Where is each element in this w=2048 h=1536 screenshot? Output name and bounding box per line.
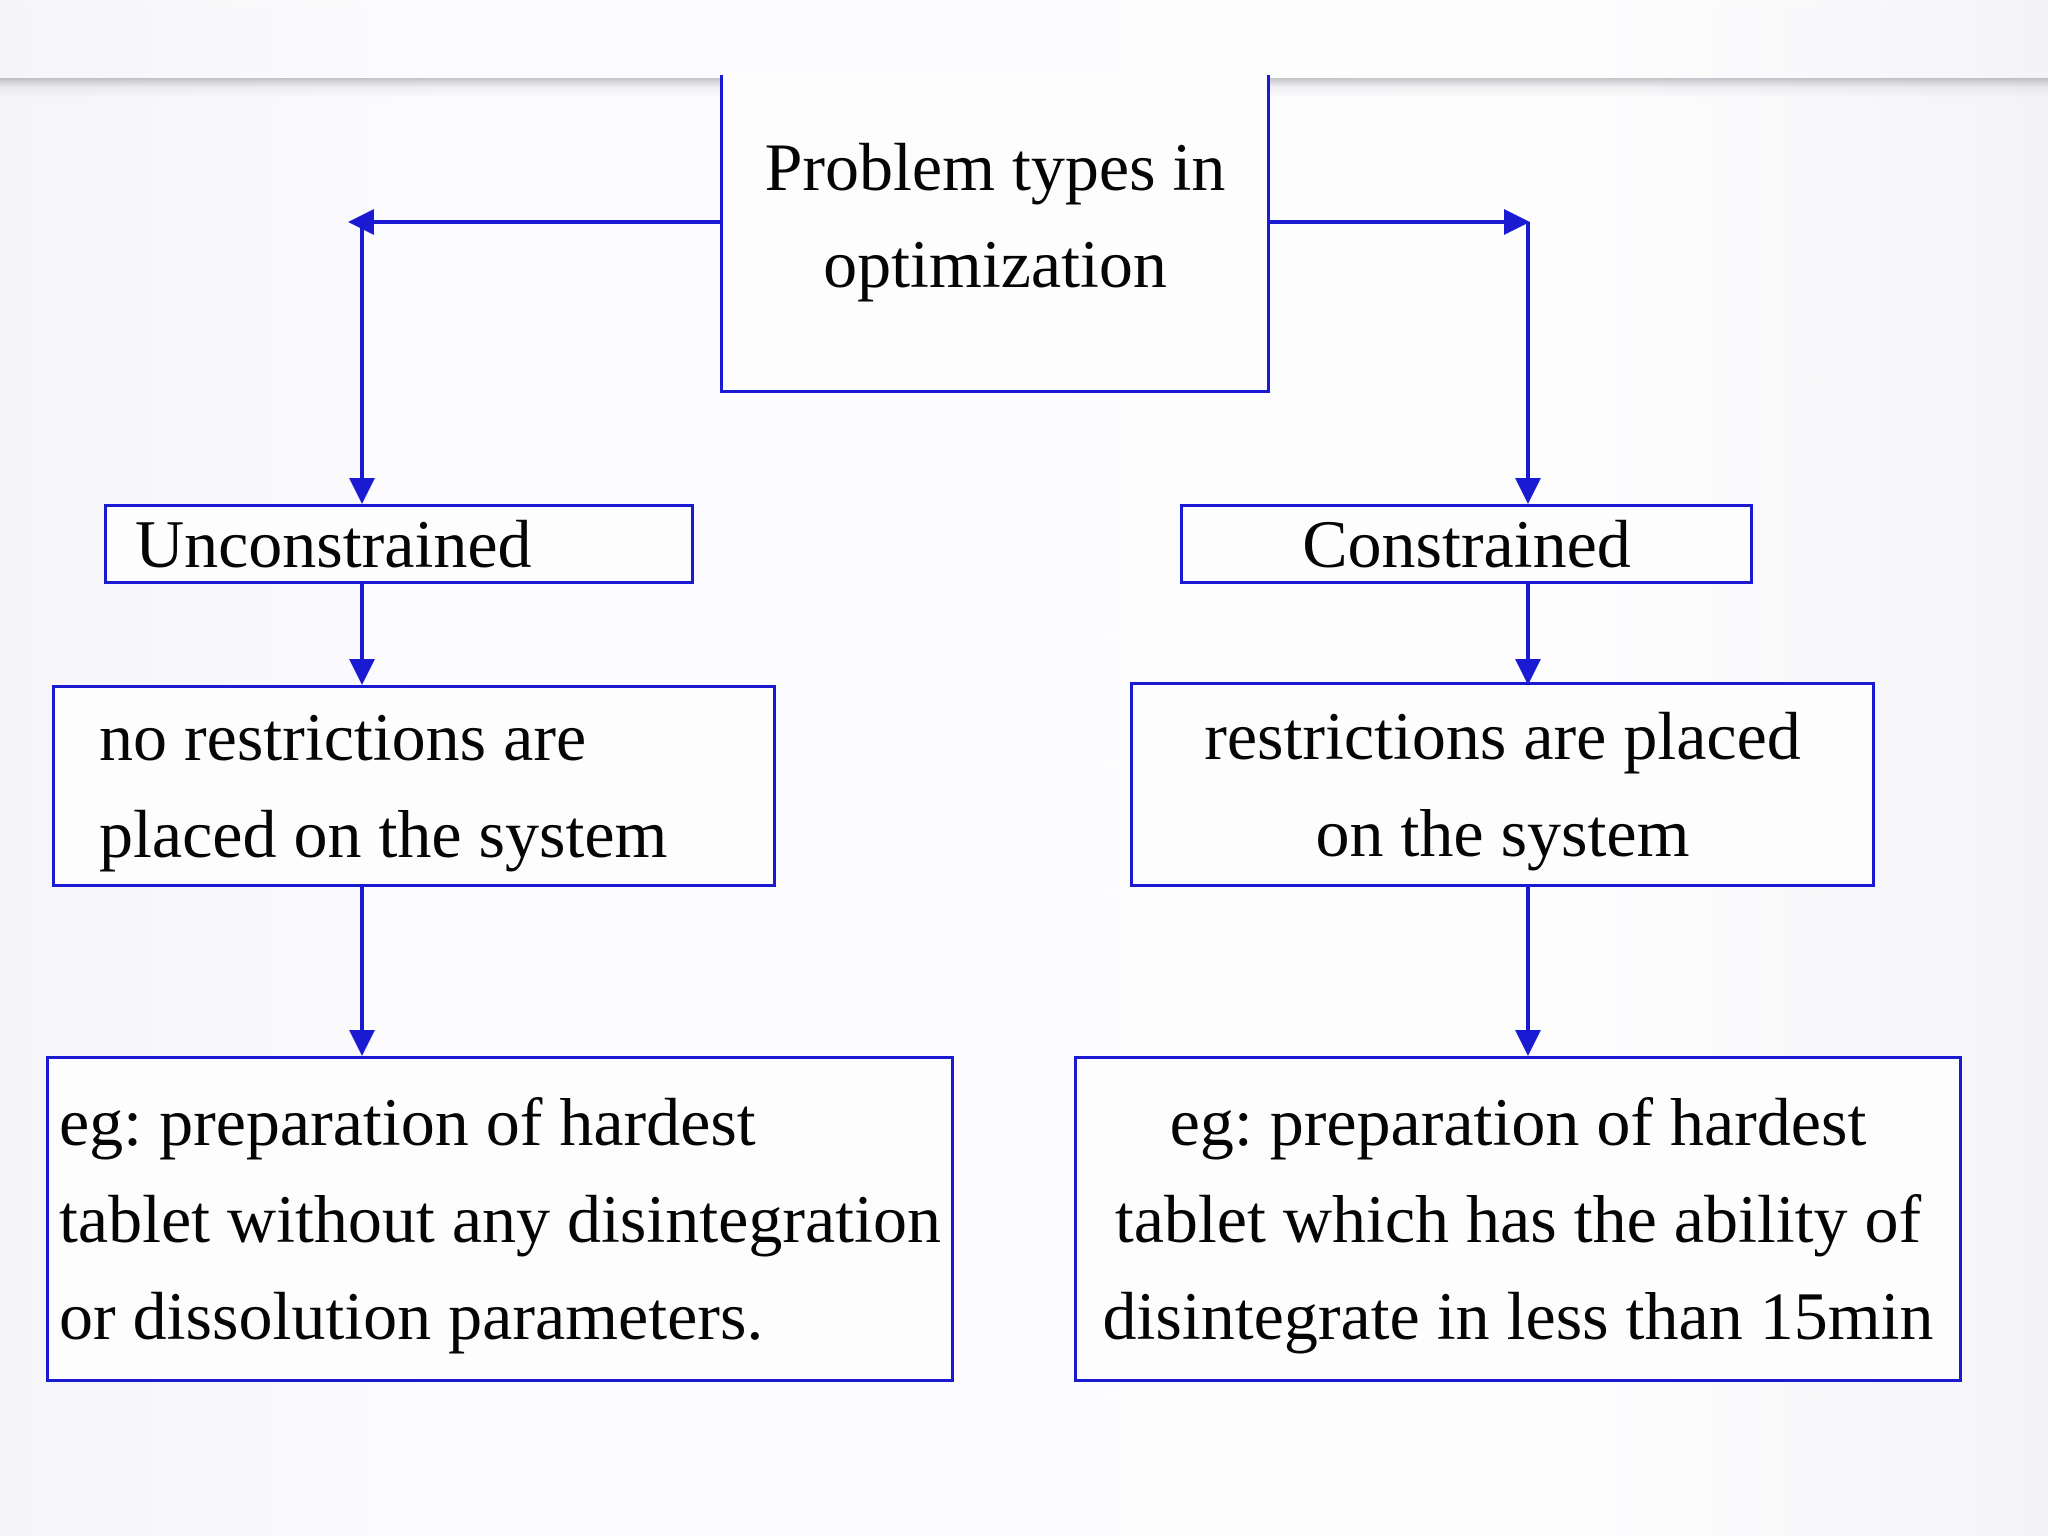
connector-down-to-unconstrained [360,222,364,478]
arrowhead-down-icon [1515,1030,1541,1056]
node-problem-types-line1: Problem types in [764,129,1226,205]
arrowhead-down-icon [349,1030,375,1056]
node-unconstrained: Unconstrained [104,504,694,584]
arrowhead-down-icon [1515,478,1541,504]
node-constrained: Constrained [1180,504,1753,584]
example-line: tablet without any disintegration [59,1180,941,1257]
example-line: eg: preparation of hardest [59,1083,756,1160]
definition-line: restrictions are placed [1204,697,1801,774]
connector-definition-to-example-right [1526,886,1530,1030]
red-banner [0,2,2048,78]
node-problem-types-line2: optimization [823,226,1167,302]
node-constrained-definition: restrictions are placed on the system [1130,682,1875,887]
connector-root-to-right-horizontal [1268,220,1506,224]
example-line: or dissolution parameters. [59,1277,764,1354]
connector-root-to-left-horizontal [372,220,722,224]
arrowhead-right-icon [1504,209,1530,235]
node-problem-types: Problem types in optimization [720,75,1270,393]
definition-line: placed on the system [99,796,668,872]
example-line: disintegrate in less than 15min [1102,1277,1934,1354]
arrowhead-down-icon [349,478,375,504]
example-line: tablet which has the ability of [1114,1180,1922,1257]
definition-line: no restrictions are [99,699,587,775]
arrowhead-down-icon [1515,659,1541,685]
node-unconstrained-definition: no restrictions are placed on the system [52,685,776,887]
node-unconstrained-example: eg: preparation of hardest tablet withou… [46,1056,954,1382]
definition-line: on the system [1315,794,1690,871]
arrowhead-down-icon [349,659,375,685]
connector-definition-to-example-left [360,886,364,1030]
connector-down-to-constrained [1526,222,1530,478]
connector-constrained-to-definition [1526,584,1530,659]
connector-unconstrained-to-definition [360,584,364,659]
example-line: eg: preparation of hardest [1169,1083,1867,1160]
node-constrained-label: Constrained [1302,505,1631,582]
node-constrained-example: eg: preparation of hardest tablet which … [1074,1056,1962,1382]
node-unconstrained-label: Unconstrained [135,505,532,582]
